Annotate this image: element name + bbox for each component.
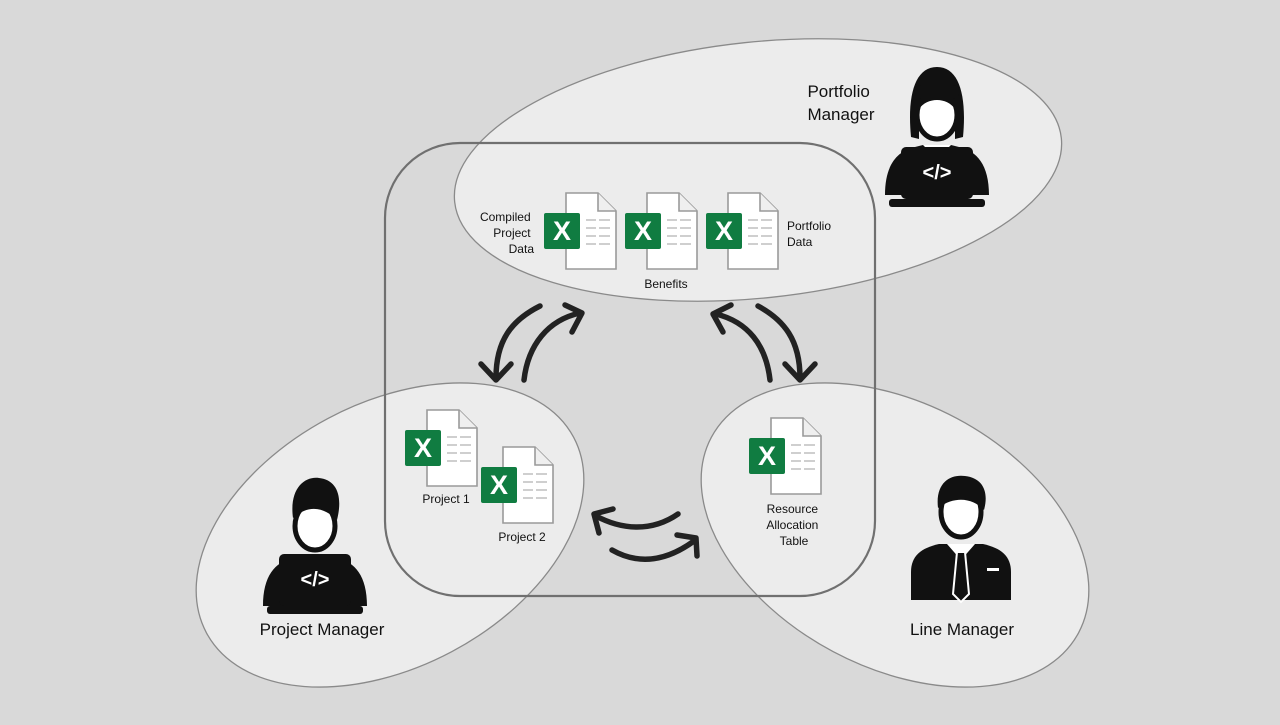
benefits-label: Benefits: [644, 277, 687, 291]
arrow-down-right: [755, 303, 803, 381]
excel-file-icon: X: [404, 409, 478, 487]
svg-text:X: X: [490, 470, 508, 500]
svg-text:X: X: [553, 216, 571, 246]
businessman-icon: [911, 475, 1011, 604]
arrow-to-project: [593, 511, 681, 530]
svg-text:</>: </>: [923, 162, 952, 184]
project-1-label: Project 1: [422, 492, 470, 506]
arrow-to-line: [609, 538, 697, 562]
project-manager-label: Project Manager: [260, 620, 385, 639]
excel-file-icon: X: [748, 417, 822, 495]
resource-allocation-table-label: Resource Allocation Table: [766, 502, 821, 548]
svg-text:X: X: [414, 433, 432, 463]
project-manager-zone: [195, 382, 585, 688]
portfolio-manager-label: Portfolio Manager: [807, 82, 874, 124]
excel-file-icon: X: [480, 446, 554, 524]
svg-text:X: X: [715, 216, 733, 246]
excel-file-icon: X: [624, 192, 698, 270]
svg-text:</>: </>: [301, 569, 330, 591]
line-manager-zone: [700, 382, 1090, 688]
shared-data-boundary: [383, 141, 877, 598]
arrow-down-left-head: [478, 361, 514, 383]
arrow-to-project-head: [591, 506, 616, 536]
excel-file-icon: X: [543, 192, 617, 270]
arrow-up-left-head: [562, 302, 585, 335]
line-manager-label: Line Manager: [910, 620, 1014, 639]
arrow-down-left: [493, 303, 543, 381]
developer-person-icon: </>: [885, 67, 989, 207]
arrow-up-left: [521, 310, 583, 383]
arrow-down-right-head: [782, 361, 818, 383]
svg-text:X: X: [634, 216, 652, 246]
project-2-label: Project 2: [498, 530, 546, 544]
excel-file-icon: X: [705, 192, 779, 270]
portfolio-data-label: Portfolio Data: [787, 219, 834, 249]
arrow-up-right-head: [710, 302, 734, 335]
arrow-to-line-head: [674, 532, 700, 559]
arrow-up-right: [713, 311, 773, 383]
compiled-project-data-label: Compiled Project Data: [480, 210, 534, 256]
svg-text:X: X: [758, 441, 776, 471]
developer-person-icon: </>: [263, 477, 367, 614]
